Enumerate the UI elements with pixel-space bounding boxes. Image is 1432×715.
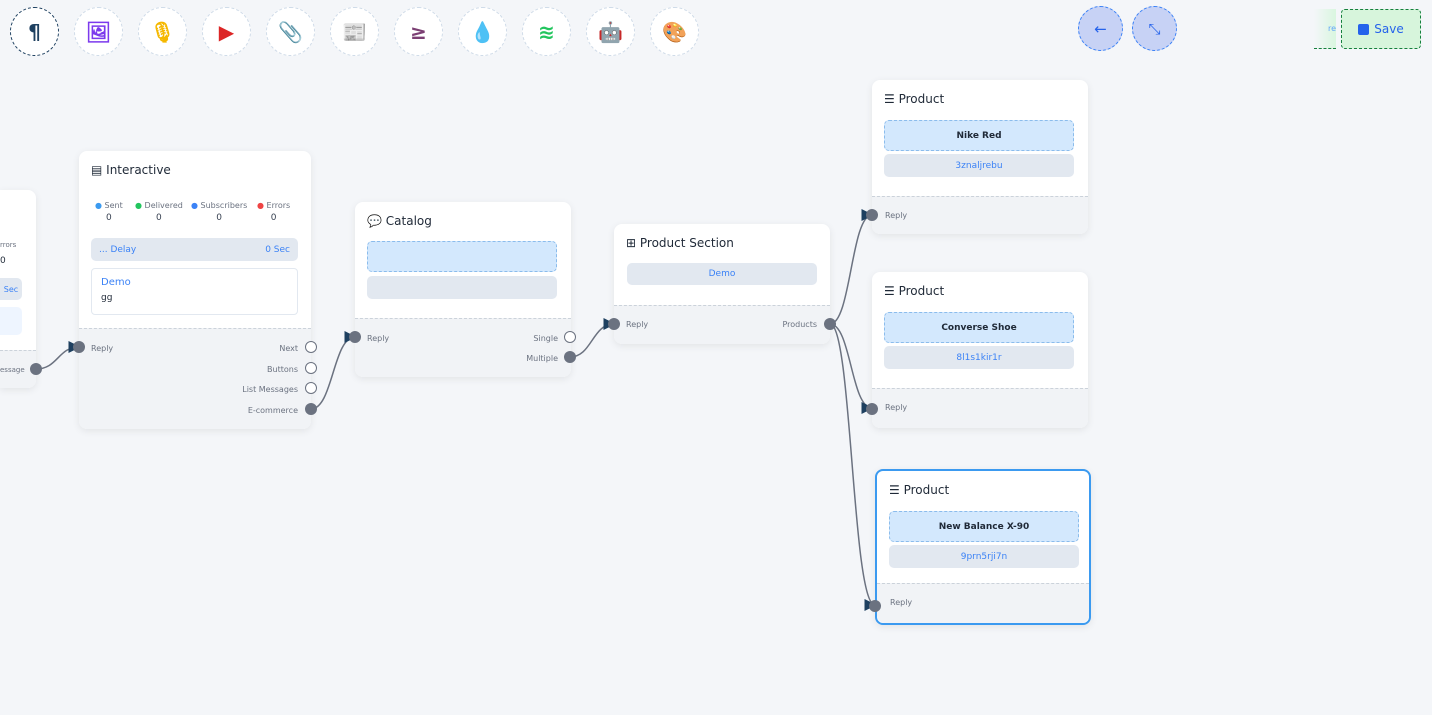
tool-button-greater-equal[interactable]: ≥ <box>394 7 443 56</box>
catalog-node[interactable]: 💬 Catalog Reply Single Multiple <box>355 202 571 377</box>
tool-button-stack[interactable]: ≋ <box>522 7 571 56</box>
edge-section-product-1 <box>829 209 874 325</box>
output-handle-next[interactable] <box>305 341 317 353</box>
tool-button-microphone[interactable]: 🎙 <box>138 7 187 56</box>
list-icon: ☰ <box>884 284 895 298</box>
output-handle-multiple[interactable] <box>564 351 576 363</box>
product-id: 9prn5rji7n <box>889 545 1079 568</box>
table-icon: ⊞ <box>626 236 637 250</box>
product-name[interactable]: Nike Red <box>884 120 1074 151</box>
robot-icon: 🤖 <box>598 19 623 44</box>
partial-node[interactable]: rrors 0 Sec essage <box>0 190 36 388</box>
youtube-icon: ▶ <box>218 19 235 44</box>
node-title: ☰ Product <box>889 483 950 497</box>
back-button[interactable]: ← <box>1078 6 1123 51</box>
image-icon: 🖼 <box>85 19 112 44</box>
product-section-node[interactable]: ⊞ Product Section Demo Reply Products <box>614 224 830 344</box>
tool-button-paragraph[interactable]: ¶ <box>10 7 59 56</box>
comment-icon: 💬 <box>367 214 382 228</box>
output-handle-single[interactable] <box>564 331 576 343</box>
edge-catalog-section <box>569 318 616 358</box>
compress-icon: ⤡ <box>1148 19 1161 38</box>
product-name[interactable]: New Balance X-90 <box>889 511 1079 542</box>
catalog-item[interactable] <box>367 241 557 272</box>
message-preview[interactable]: Demo gg <box>91 268 298 315</box>
edge-section-product-2 <box>829 323 874 414</box>
node-title: 💬 Catalog <box>367 214 432 228</box>
list-icon: ☰ <box>889 483 900 497</box>
output-handle-ecommerce[interactable] <box>305 403 317 415</box>
catalog-id <box>367 276 557 299</box>
greater-equal-icon: ≥ <box>410 19 427 44</box>
output-handle[interactable] <box>30 363 42 375</box>
product-node[interactable]: ☰ Product Converse Shoe 8l1s1kir1r Reply <box>872 272 1088 428</box>
input-handle[interactable] <box>349 331 361 343</box>
arrow-left-icon: ← <box>1094 19 1107 38</box>
collapse-button[interactable]: ⤡ <box>1132 6 1177 51</box>
output-handle-buttons[interactable] <box>305 362 317 374</box>
product-node[interactable]: ☰ Product Nike Red 3znaljrebu Reply <box>872 80 1088 234</box>
palette-icon: 🎨 <box>662 19 687 44</box>
product-id: 8l1s1kir1r <box>884 346 1074 369</box>
product-id: 3znaljrebu <box>884 154 1074 177</box>
tool-button-droplet[interactable]: 💧 <box>458 7 507 56</box>
tool-button-palette[interactable]: 🎨 <box>650 7 699 56</box>
output-handle-products[interactable] <box>824 318 836 330</box>
microphone-icon: 🎙 <box>149 19 176 44</box>
section-name[interactable]: Demo <box>627 263 817 285</box>
node-title: ⊞ Product Section <box>626 236 734 250</box>
input-handle[interactable] <box>866 403 878 415</box>
input-handle[interactable] <box>866 209 878 221</box>
paragraph-icon: ¶ <box>28 19 41 44</box>
edge-section-product-3 <box>829 323 877 611</box>
newspaper-icon: 📰 <box>342 19 367 44</box>
stack-icon: ≋ <box>538 19 555 44</box>
product-node[interactable]: ☰ Product New Balance X-90 9prn5rji7n Re… <box>875 469 1091 625</box>
paperclip-icon: 📎 <box>278 19 303 44</box>
output-handle-list-messages[interactable] <box>305 382 317 394</box>
tool-button-robot[interactable]: 🤖 <box>586 7 635 56</box>
node-title: ☰ Product <box>884 92 945 106</box>
edge-interactive-catalog <box>310 331 357 410</box>
list-icon: ☰ <box>884 92 895 106</box>
input-handle[interactable] <box>608 318 620 330</box>
message-box <box>0 307 22 335</box>
tool-button-newspaper[interactable]: 📰 <box>330 7 379 56</box>
tool-button-youtube[interactable]: ▶ <box>202 7 251 56</box>
save-button[interactable]: Save <box>1341 9 1421 49</box>
droplet-icon: 💧 <box>470 19 495 44</box>
floppy-disk-icon <box>1358 23 1370 35</box>
node-title: ▤ Interactive <box>91 163 171 177</box>
delay-bar[interactable]: Sec <box>0 278 22 300</box>
tool-button-paperclip[interactable]: 📎 <box>266 7 315 56</box>
tool-button-image[interactable]: 🖼 <box>74 7 123 56</box>
edge-left-interactive <box>35 341 81 370</box>
partial-button[interactable]: re <box>1314 9 1336 49</box>
product-name[interactable]: Converse Shoe <box>884 312 1074 343</box>
input-handle[interactable] <box>869 600 881 612</box>
input-handle[interactable] <box>73 341 85 353</box>
node-title: ☰ Product <box>884 284 945 298</box>
